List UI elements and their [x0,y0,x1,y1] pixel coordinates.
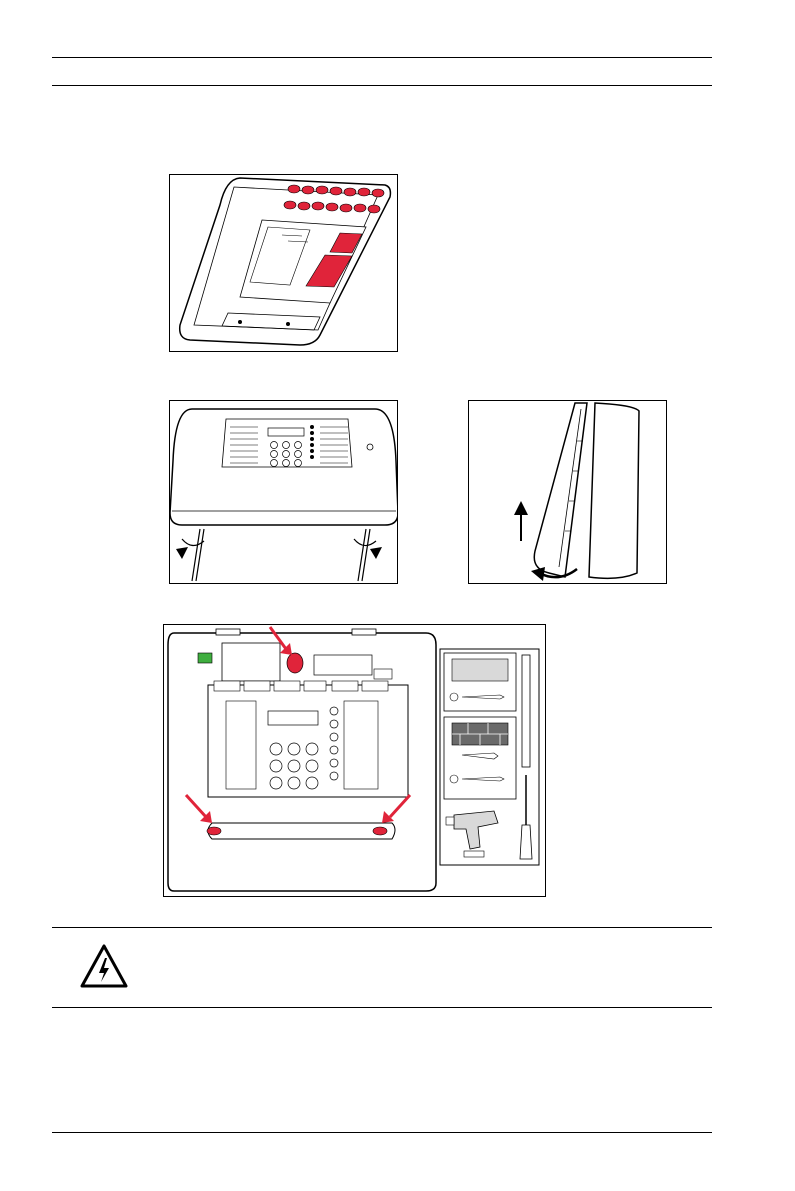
mounting-figure [163,624,546,897]
header-rule-top [52,57,712,58]
warning-rule-bottom [52,1007,712,1008]
electric-hazard-warning-icon [80,942,128,990]
cover-removal-figure [468,400,667,584]
header-rule-bottom [52,85,712,86]
footer-rule [52,1132,712,1133]
front-cover-screws-figure [169,400,398,584]
enclosure-knockouts-figure [169,174,398,352]
warning-rule-top [52,927,712,928]
